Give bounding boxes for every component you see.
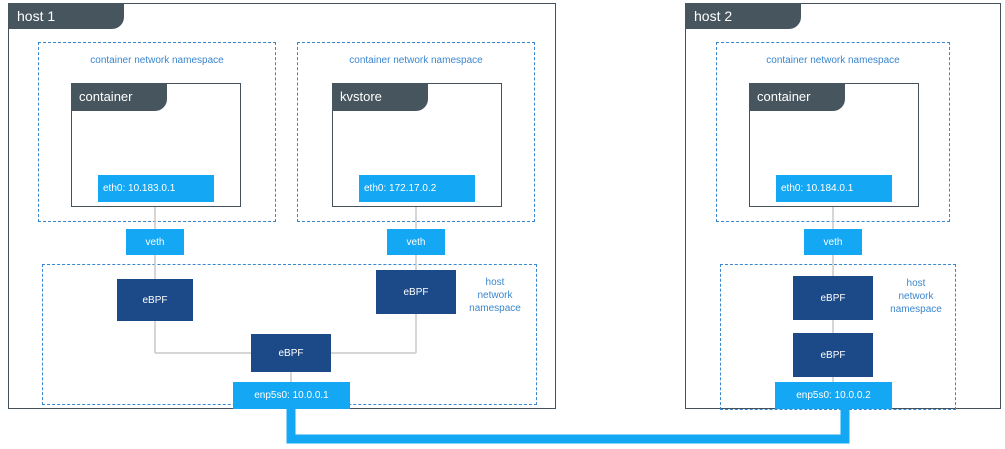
physical-link: [286, 408, 850, 444]
host-network-namespace-host1-label: host network namespace: [469, 277, 521, 314]
veth-host2: veth: [804, 229, 862, 255]
host-network-namespace-host2-label: host network namespace: [890, 278, 942, 315]
host-1-title: host 1: [8, 3, 124, 29]
ebpf-center: eBPF: [251, 334, 331, 372]
nic-host2: enp5s0: 10.0.0.2: [775, 382, 892, 409]
host-2-title: host 2: [685, 3, 801, 29]
ebpf-top-host2: eBPF: [793, 276, 873, 320]
ebpf-bottom-host2: eBPF: [793, 333, 873, 377]
eth0-container-host2: eth0: 10.184.0.1: [776, 175, 892, 202]
ebpf-right: eBPF: [376, 270, 456, 314]
ebpf-left: eBPF: [117, 279, 193, 321]
container-namespace-host2-label: container network namespace: [766, 55, 900, 66]
veth-left: veth: [126, 229, 184, 255]
container-namespace-left: [38, 42, 276, 222]
container-host1-title: container: [71, 83, 167, 111]
kvstore-title: kvstore: [332, 83, 428, 111]
container-namespace-right-label: container network namespace: [349, 55, 483, 66]
nic-host1: enp5s0: 10.0.0.1: [233, 382, 350, 409]
eth0-container-host1: eth0: 10.183.0.1: [98, 175, 214, 202]
veth-right: veth: [387, 229, 445, 255]
eth0-kvstore: eth0: 172.17.0.2: [359, 175, 475, 202]
container-host2-title: container: [749, 83, 845, 111]
host-network-namespace-host2: [720, 264, 956, 410]
container-namespace-left-label: container network namespace: [90, 55, 224, 66]
